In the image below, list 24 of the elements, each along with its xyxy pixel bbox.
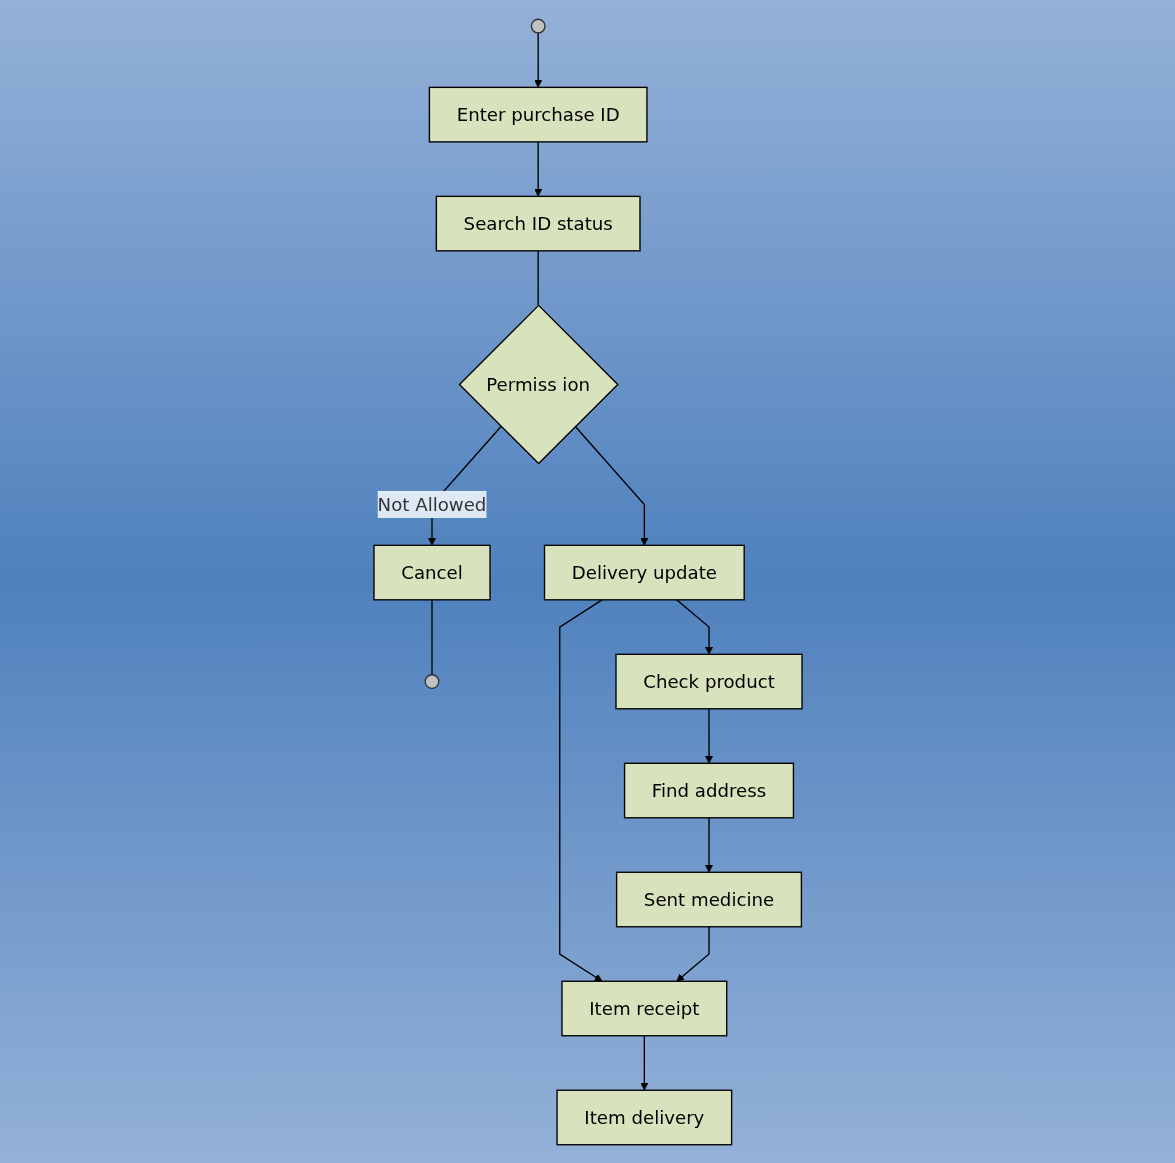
- arrow: [533, 31, 542, 88]
- node-box: Find address: [623, 762, 794, 818]
- edge-label: Not Allowed: [377, 493, 486, 515]
- connector: [430, 598, 433, 675]
- arrow: [533, 140, 542, 197]
- arrow: [574, 425, 648, 546]
- node-box: Delivery update: [543, 544, 745, 600]
- node-box: Check product: [614, 653, 803, 709]
- arrow: [704, 707, 713, 764]
- node-box: Sent medicine: [615, 871, 802, 927]
- node-box: Enter purchase ID: [428, 86, 648, 143]
- connector: [537, 249, 539, 306]
- arrow: [704, 816, 713, 873]
- node-box: Item receipt: [560, 980, 727, 1036]
- node-circle: [530, 18, 546, 34]
- node-box: Search ID status: [435, 195, 641, 252]
- node-box: Cancel: [372, 544, 491, 600]
- node-box: Item delivery: [555, 1089, 732, 1145]
- arrow: [675, 925, 710, 982]
- node-circle: [424, 673, 439, 689]
- arrow: [639, 1034, 648, 1091]
- arrow: [675, 598, 713, 655]
- node-diamond: Permiss ion: [458, 303, 619, 465]
- arrow: [558, 598, 603, 982]
